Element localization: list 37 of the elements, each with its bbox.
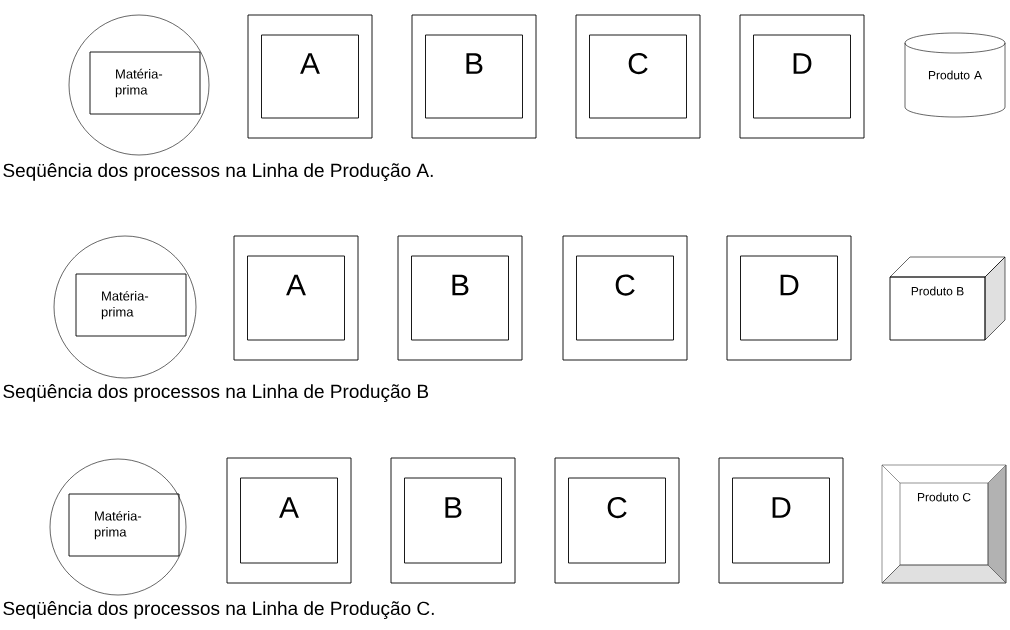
process-box: C bbox=[568, 477, 666, 564]
caption: Seqüência dos processos na Linha de Produção A. bbox=[3, 163, 433, 181]
caption: Seqüência dos processos na Linha de Produção C. bbox=[3, 601, 434, 619]
process-box: D bbox=[732, 477, 830, 564]
process-box: B bbox=[411, 255, 509, 341]
circle bbox=[68, 14, 210, 156]
outer-box bbox=[726, 235, 852, 361]
outer-box bbox=[739, 14, 865, 139]
outer-box bbox=[575, 14, 701, 139]
process-box: B bbox=[425, 34, 523, 119]
process-box: C bbox=[589, 34, 687, 119]
cube: Produto B bbox=[889, 256, 1006, 341]
process-box: D bbox=[740, 255, 838, 341]
outer-box bbox=[233, 235, 359, 361]
cylinder: Produto A bbox=[904, 32, 1006, 118]
outer-box bbox=[226, 457, 352, 584]
outer-box bbox=[247, 14, 373, 139]
outer-box bbox=[718, 457, 844, 584]
process-box: C bbox=[576, 255, 674, 341]
bevel-box: Produto C bbox=[881, 464, 1007, 584]
process-box: A bbox=[247, 255, 345, 341]
process-box: D bbox=[753, 34, 851, 119]
process-box: B bbox=[404, 477, 502, 564]
outer-box bbox=[554, 457, 680, 584]
caption: Seqüência dos processos na Linha de Produção B bbox=[3, 384, 429, 402]
outer-box bbox=[562, 235, 688, 361]
process-box: A bbox=[261, 34, 359, 119]
process-box: A bbox=[240, 477, 338, 564]
label-box: Matéria-prima bbox=[75, 273, 187, 337]
circle bbox=[49, 458, 187, 596]
circle bbox=[53, 235, 197, 379]
outer-box bbox=[390, 457, 516, 584]
label-box: Matéria-prima bbox=[68, 493, 180, 557]
outer-box bbox=[411, 14, 537, 139]
outer-box bbox=[397, 235, 523, 361]
node-label: Produto A bbox=[928, 70, 982, 80]
label-box: Matéria-prima bbox=[89, 51, 201, 115]
